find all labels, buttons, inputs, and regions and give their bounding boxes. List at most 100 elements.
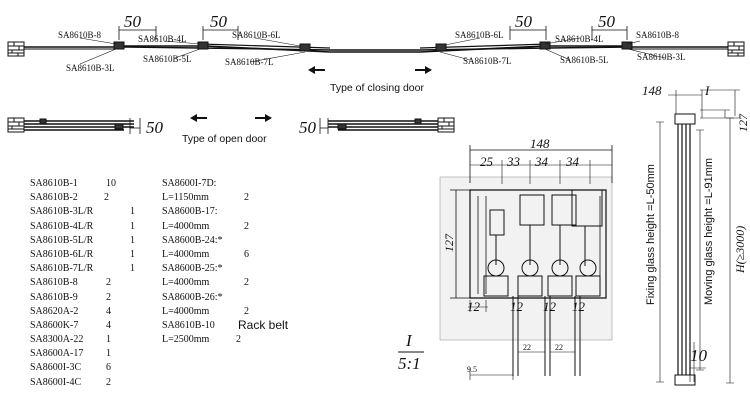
open-dim-left: 50 bbox=[146, 118, 163, 137]
section-width-part: 34 bbox=[535, 154, 548, 169]
list-item: SA8600I-4C bbox=[30, 376, 82, 388]
detail-mark-top: I bbox=[406, 331, 412, 350]
open-door-track-left bbox=[7, 114, 207, 134]
section-width-part: 34 bbox=[566, 154, 579, 169]
part-label: SA8610B-7L bbox=[225, 57, 274, 67]
section-bottom-dim: 12 bbox=[543, 299, 556, 314]
open-dim-right: 50 bbox=[299, 118, 316, 137]
list-qty bbox=[244, 234, 249, 248]
list-item: L=2500mm bbox=[162, 334, 210, 346]
section-offset: 9.5 bbox=[467, 365, 477, 374]
list-item: SA8600B-26:* bbox=[162, 291, 223, 303]
closing-dim-left-a: 50 bbox=[124, 12, 141, 31]
section-bottom-left: 12 bbox=[467, 299, 480, 314]
list-item: L=1150mm bbox=[162, 192, 209, 204]
elev-top-width: 148 bbox=[642, 83, 662, 98]
list-item: SA8610B-10 bbox=[162, 319, 215, 331]
list-item: L=4000mm bbox=[162, 277, 210, 289]
section-bottom-dim: 12 bbox=[572, 299, 585, 314]
list-item: SA8600B-17: bbox=[162, 206, 218, 218]
list-item: SA8610B-7L/R bbox=[30, 263, 94, 275]
list-qty: 1 bbox=[130, 206, 135, 218]
section-view bbox=[398, 145, 613, 380]
list-qty: 4 bbox=[106, 305, 111, 317]
list-item: SA8600B-24:* bbox=[162, 234, 223, 246]
part-label: SA8610B-5L bbox=[143, 54, 192, 64]
closing-caption: Type of closing door bbox=[330, 82, 424, 94]
list-item: SA8610B-6L/R bbox=[30, 248, 94, 260]
list-qty: 2 bbox=[106, 376, 111, 388]
section-width-part: 33 bbox=[507, 154, 520, 169]
part-label: SA8610B-6L bbox=[232, 30, 281, 40]
list-qty: 2 bbox=[106, 277, 111, 289]
list-item: L=4000mm bbox=[162, 248, 210, 260]
list-qty: 1 bbox=[130, 263, 135, 275]
list-qty bbox=[244, 291, 249, 305]
list-item: SA8610B-2 bbox=[30, 192, 78, 204]
list-item: SA8600K-7 bbox=[30, 319, 79, 331]
list-qty: 2 bbox=[244, 277, 249, 289]
open-door-track-right bbox=[255, 114, 455, 134]
moving-glass-text: Moving glass height =L-91mm bbox=[703, 157, 715, 305]
closing-dim-right-a: 50 bbox=[515, 12, 532, 31]
part-label: SA8610B-6L bbox=[455, 30, 504, 40]
closing-dim-left-b: 50 bbox=[210, 12, 227, 31]
list-qty: 2 bbox=[104, 192, 109, 204]
part-label: SA8610B-8 bbox=[636, 30, 680, 40]
part-label: SA8610B-8 bbox=[58, 30, 102, 40]
list-qty: 10 bbox=[106, 178, 116, 189]
list-item: SA8620A-2 bbox=[30, 305, 79, 317]
list-qty: 2 bbox=[106, 291, 111, 303]
part-label: SA8610B-4L bbox=[138, 34, 187, 44]
parts-list-qty-2: 2 2 6 2 2 2 bbox=[236, 177, 249, 347]
parts-list-codes-2: SA8600I-7D: L=1150mm SA8600B-17: L=4000m… bbox=[162, 177, 223, 347]
section-bottom-dim: 12 bbox=[510, 299, 523, 314]
elevation-view bbox=[656, 89, 740, 386]
parts-list-codes-1: SA8610B-1 SA8610B-2 SA8610B-3L/R SA8610B… bbox=[30, 177, 93, 390]
list-qty: 1 bbox=[130, 220, 135, 232]
elev-top-height: 127 bbox=[736, 114, 750, 132]
list-item: SA8610B-3L/R bbox=[30, 206, 94, 218]
total-height-text: H(≥3000) bbox=[733, 225, 747, 273]
part-label: SA8610B-3L bbox=[637, 52, 686, 62]
list-qty bbox=[244, 177, 249, 191]
closing-dim-right-b: 50 bbox=[598, 12, 615, 31]
list-qty: 6 bbox=[244, 248, 249, 260]
list-qty: 2 bbox=[236, 334, 241, 346]
section-width-part: 25 bbox=[480, 154, 493, 169]
list-item: SA8300A-22 bbox=[30, 334, 84, 346]
part-label: SA8610B-3L bbox=[66, 63, 115, 73]
list-item: SA8610B-1 bbox=[30, 178, 78, 189]
rack-belt-label: Rack belt bbox=[238, 318, 289, 332]
detail-scale: 5:1 bbox=[398, 354, 421, 373]
section-width-total: 148 bbox=[530, 136, 550, 151]
list-qty: 1 bbox=[130, 248, 135, 260]
section-gap-b: 22 bbox=[555, 343, 563, 352]
list-qty: 2 bbox=[244, 192, 249, 204]
fixing-glass-text: Fixing glass height =L-50mm bbox=[645, 164, 657, 305]
elev-top-mark: I bbox=[705, 83, 710, 98]
parts-list-qty-1: 10 2 1 1 1 1 1 2 2 4 4 1 1 6 2 bbox=[104, 177, 135, 390]
elev-bottom-dim: 10 bbox=[690, 346, 707, 365]
list-qty bbox=[244, 205, 249, 219]
list-qty: 2 bbox=[244, 305, 249, 317]
list-item: SA8600A-17 bbox=[30, 348, 84, 360]
part-label: SA8610B-5L bbox=[560, 55, 609, 65]
part-label: SA8610B-4L bbox=[555, 34, 604, 44]
list-qty: 1 bbox=[106, 334, 111, 346]
list-qty: 1 bbox=[106, 348, 111, 360]
list-item: SA8610B-4L/R bbox=[30, 220, 94, 232]
list-item: SA8600I-3C bbox=[30, 362, 82, 374]
list-item: SA8610B-5L/R bbox=[30, 234, 94, 246]
part-label: SA8610B-7L bbox=[463, 56, 512, 66]
list-qty bbox=[244, 262, 249, 276]
list-item: SA8600I-7D: bbox=[162, 178, 217, 189]
list-item: L=4000mm bbox=[162, 305, 210, 317]
list-item: SA8600B-25:* bbox=[162, 263, 223, 275]
list-item: L=4000mm bbox=[162, 220, 210, 232]
list-qty: 4 bbox=[106, 319, 111, 331]
list-item: SA8610B-9 bbox=[30, 291, 78, 303]
open-caption: Type of open door bbox=[182, 133, 267, 145]
section-height: 127 bbox=[442, 234, 456, 252]
